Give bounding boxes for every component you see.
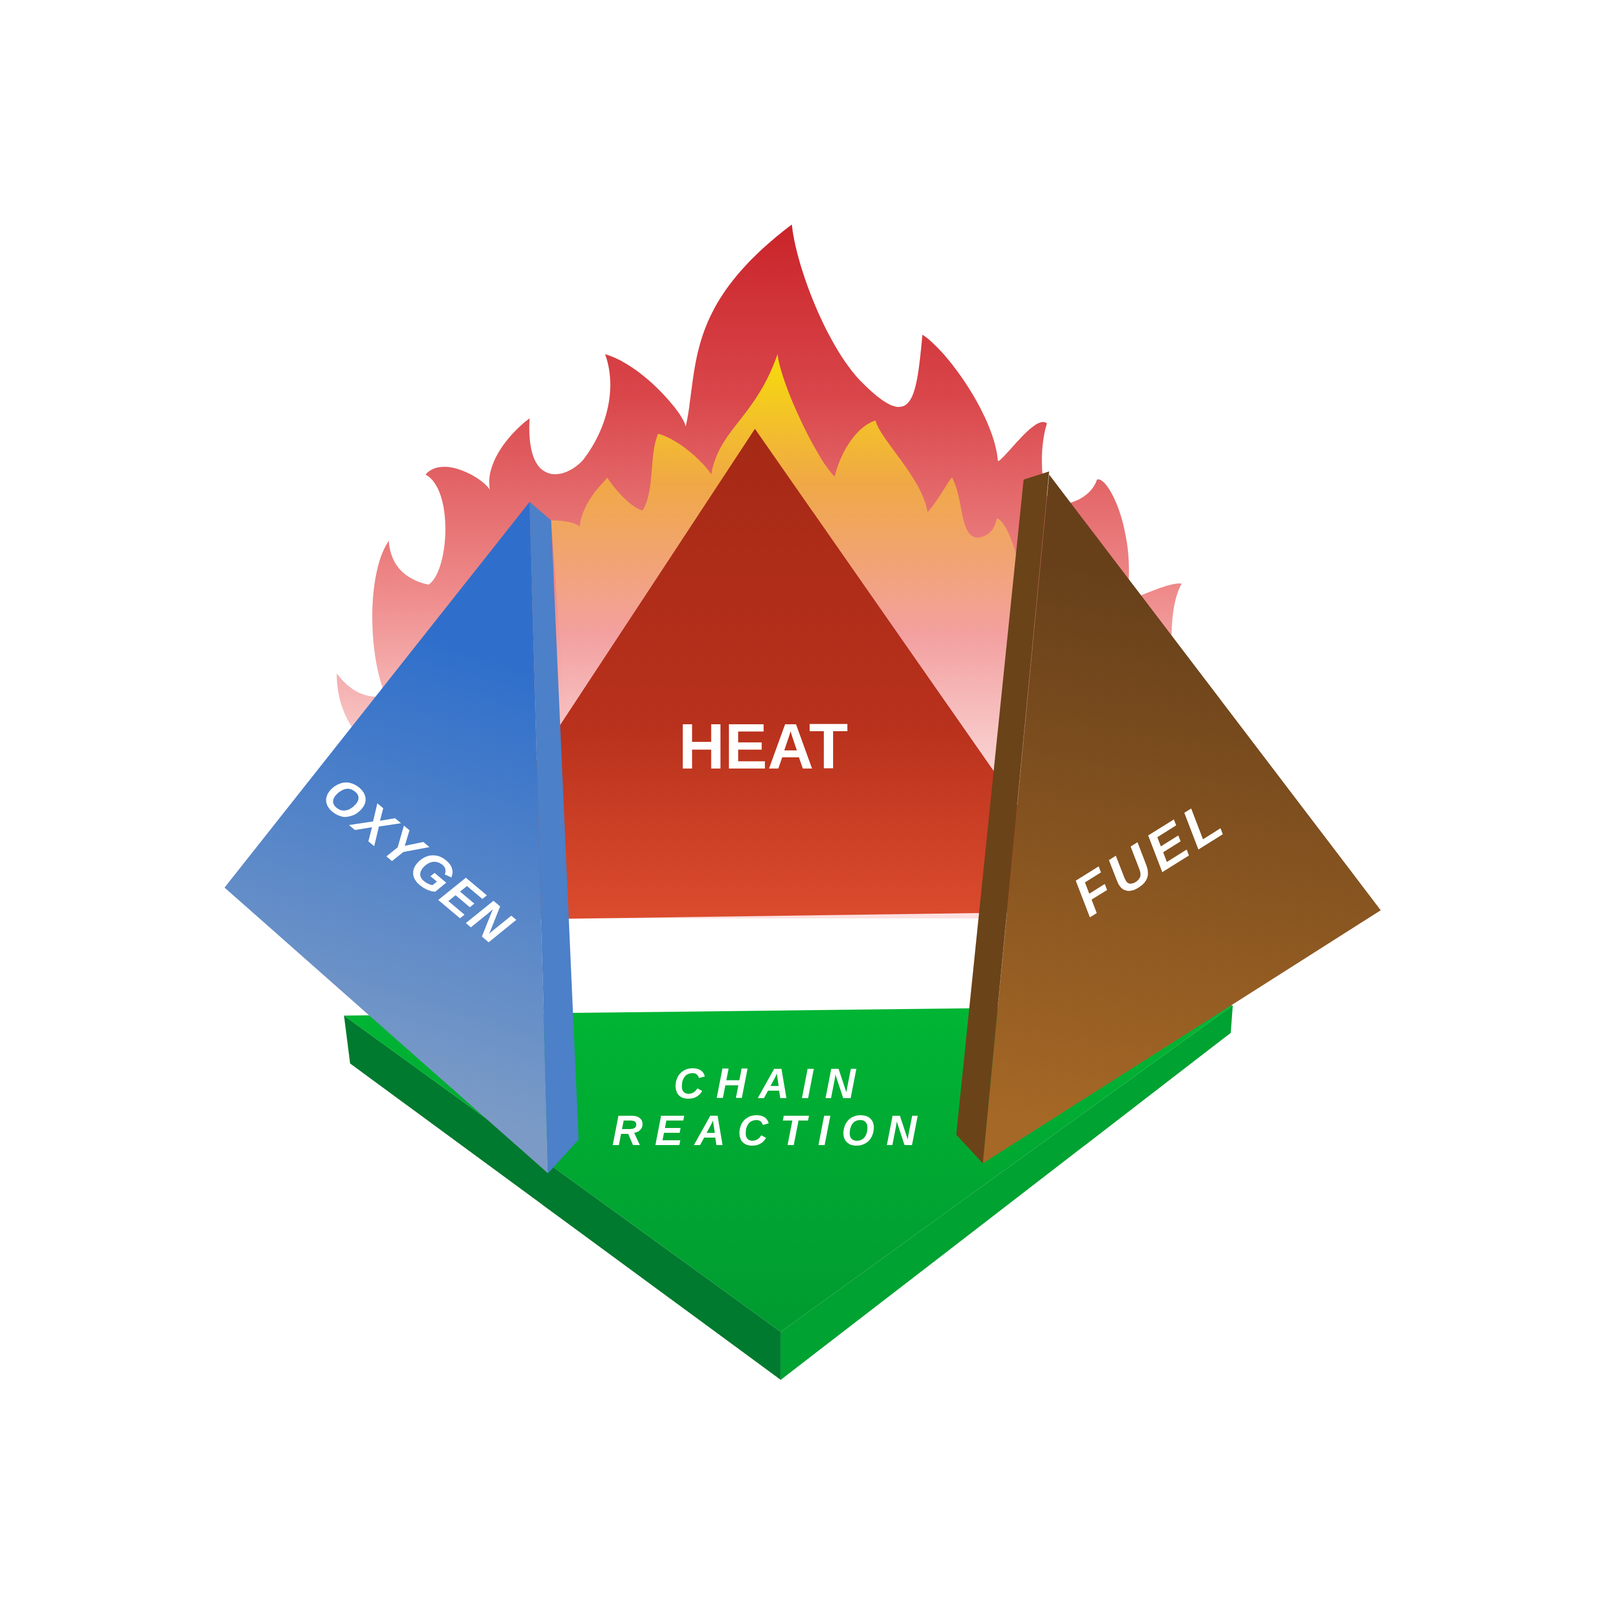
face-polygon [982,474,1381,1164]
oxygen-face: OXYGEN [224,501,579,1174]
face-polygon [224,501,548,1174]
fuel-face: FUEL [956,471,1381,1164]
element-label: CHAIN REACTION [578,1060,963,1155]
face-polygon [956,471,1050,1164]
face-polygon [529,501,579,1174]
element-label: HEAT [678,710,848,782]
